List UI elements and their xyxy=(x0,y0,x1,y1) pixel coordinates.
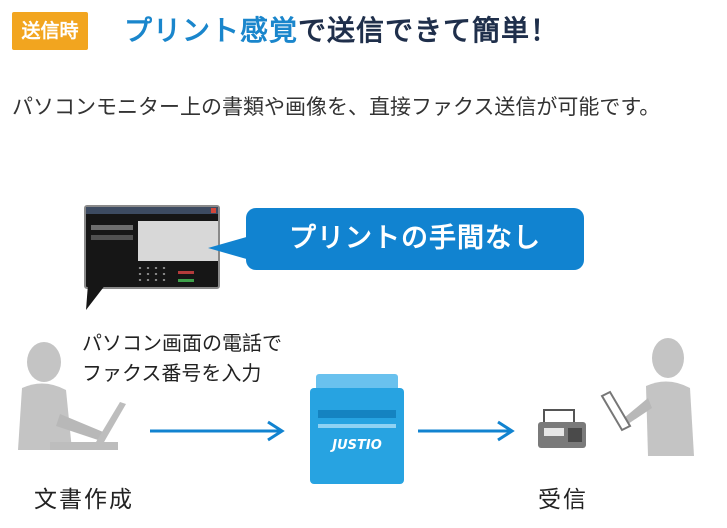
arrow-right-icon xyxy=(150,420,285,442)
dial-keypad xyxy=(136,265,168,285)
headline-rest: で送信できて簡単！ xyxy=(298,14,560,47)
printer-top xyxy=(316,374,398,392)
instruction-caption: パソコン画面の電話で ファクス番号を入力 xyxy=(82,328,282,388)
label-receive: 受信 xyxy=(538,487,588,513)
description-text: パソコンモニター上の書類や画像を、直接ファクス送信が可能です。 xyxy=(12,95,661,119)
person-at-laptop-icon xyxy=(18,342,126,450)
fax-number-field-2 xyxy=(91,235,133,240)
send-badge: 送信時 xyxy=(12,12,88,50)
label-create-document: 文書作成 xyxy=(34,487,134,513)
preview-panel xyxy=(138,221,218,261)
headline-highlight: プリント感覚 xyxy=(124,14,299,47)
printer-slot-2 xyxy=(318,424,396,428)
status-indicator-green xyxy=(178,279,194,282)
printer-brand: JUSTIO xyxy=(332,438,382,453)
printer-slot xyxy=(318,410,396,418)
multifunction-printer-icon: JUSTIO xyxy=(310,374,404,484)
status-indicator-red xyxy=(178,271,194,274)
arrow-right-icon-2 xyxy=(418,420,515,442)
fax-machine-icon xyxy=(538,409,586,448)
window-titlebar xyxy=(86,207,218,214)
callout-bubble: プリントの手間なし xyxy=(246,208,584,270)
caption-line-2: ファクス番号を入力 xyxy=(82,361,262,385)
close-icon xyxy=(211,208,216,213)
pc-monitor-screenshot xyxy=(84,205,220,289)
callout-pointer xyxy=(208,236,250,260)
caption-line-1: パソコン画面の電話で xyxy=(82,331,282,355)
person-reading-icon xyxy=(600,338,694,456)
monitor-speech-tail xyxy=(86,284,106,310)
page-headline: プリント感覚で送信できて簡単！ xyxy=(124,10,559,52)
fax-number-field xyxy=(91,225,133,230)
printer-body xyxy=(310,388,404,484)
